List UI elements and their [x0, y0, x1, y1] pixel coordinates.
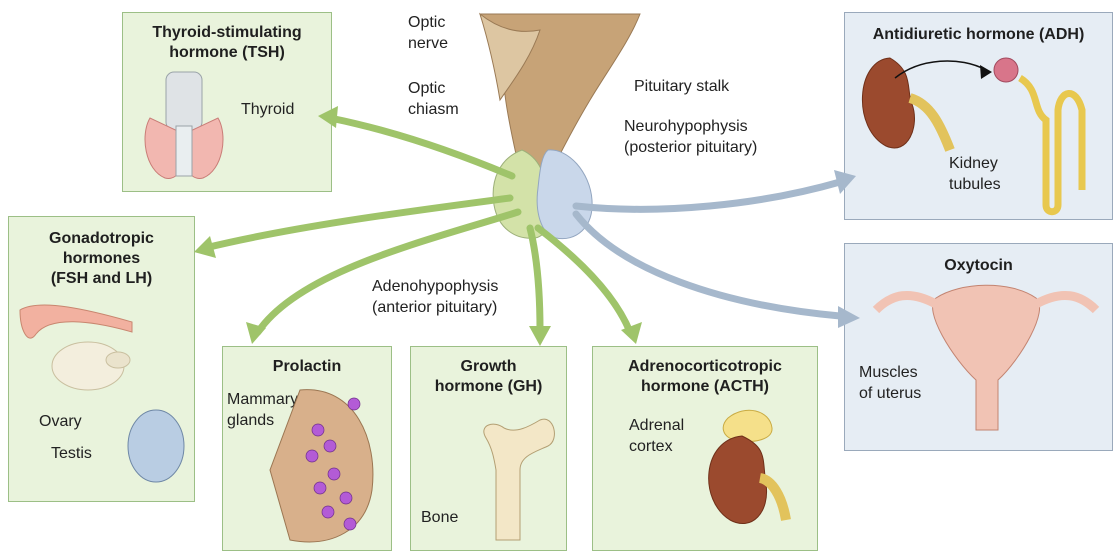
arrow-to-gh: [530, 228, 540, 330]
uterus-illustration: [876, 285, 1096, 430]
breast-illustration: [270, 390, 373, 542]
ovary-illustration: [20, 305, 132, 390]
neurohypophysis-label: Neurohypophysis (posterior pituitary): [624, 116, 757, 158]
thyroid-illustration: [145, 72, 223, 178]
arrow-to-adh: [576, 182, 840, 209]
arrow-to-acth: [538, 228, 630, 332]
optic-chiasm-label: Optic chiasm: [408, 78, 459, 120]
kidney-tubules-illustration: [862, 58, 1082, 212]
adenohypophysis-label: Adenohypophysis (anterior pituitary): [372, 276, 498, 318]
testis-illustration: [128, 410, 184, 482]
arrow-to-tsh: [330, 118, 512, 176]
arrowhead-gh: [529, 326, 551, 346]
arrow-to-gonadotropic: [205, 198, 510, 248]
posterior-arrowheads: [834, 170, 860, 328]
optic-nerve-label: Optic nerve: [408, 12, 448, 54]
arrowhead-tsh: [318, 106, 338, 128]
arrowhead-adh: [834, 170, 856, 194]
arrowhead-oxytocin: [838, 306, 860, 328]
pituitary-stalk-label: Pituitary stalk: [634, 76, 729, 97]
adrenal-kidney-illustration: [709, 410, 786, 523]
arrowhead-gonadotropic: [194, 236, 216, 258]
posterior-arrows: [576, 182, 840, 316]
bone-illustration: [484, 419, 555, 540]
